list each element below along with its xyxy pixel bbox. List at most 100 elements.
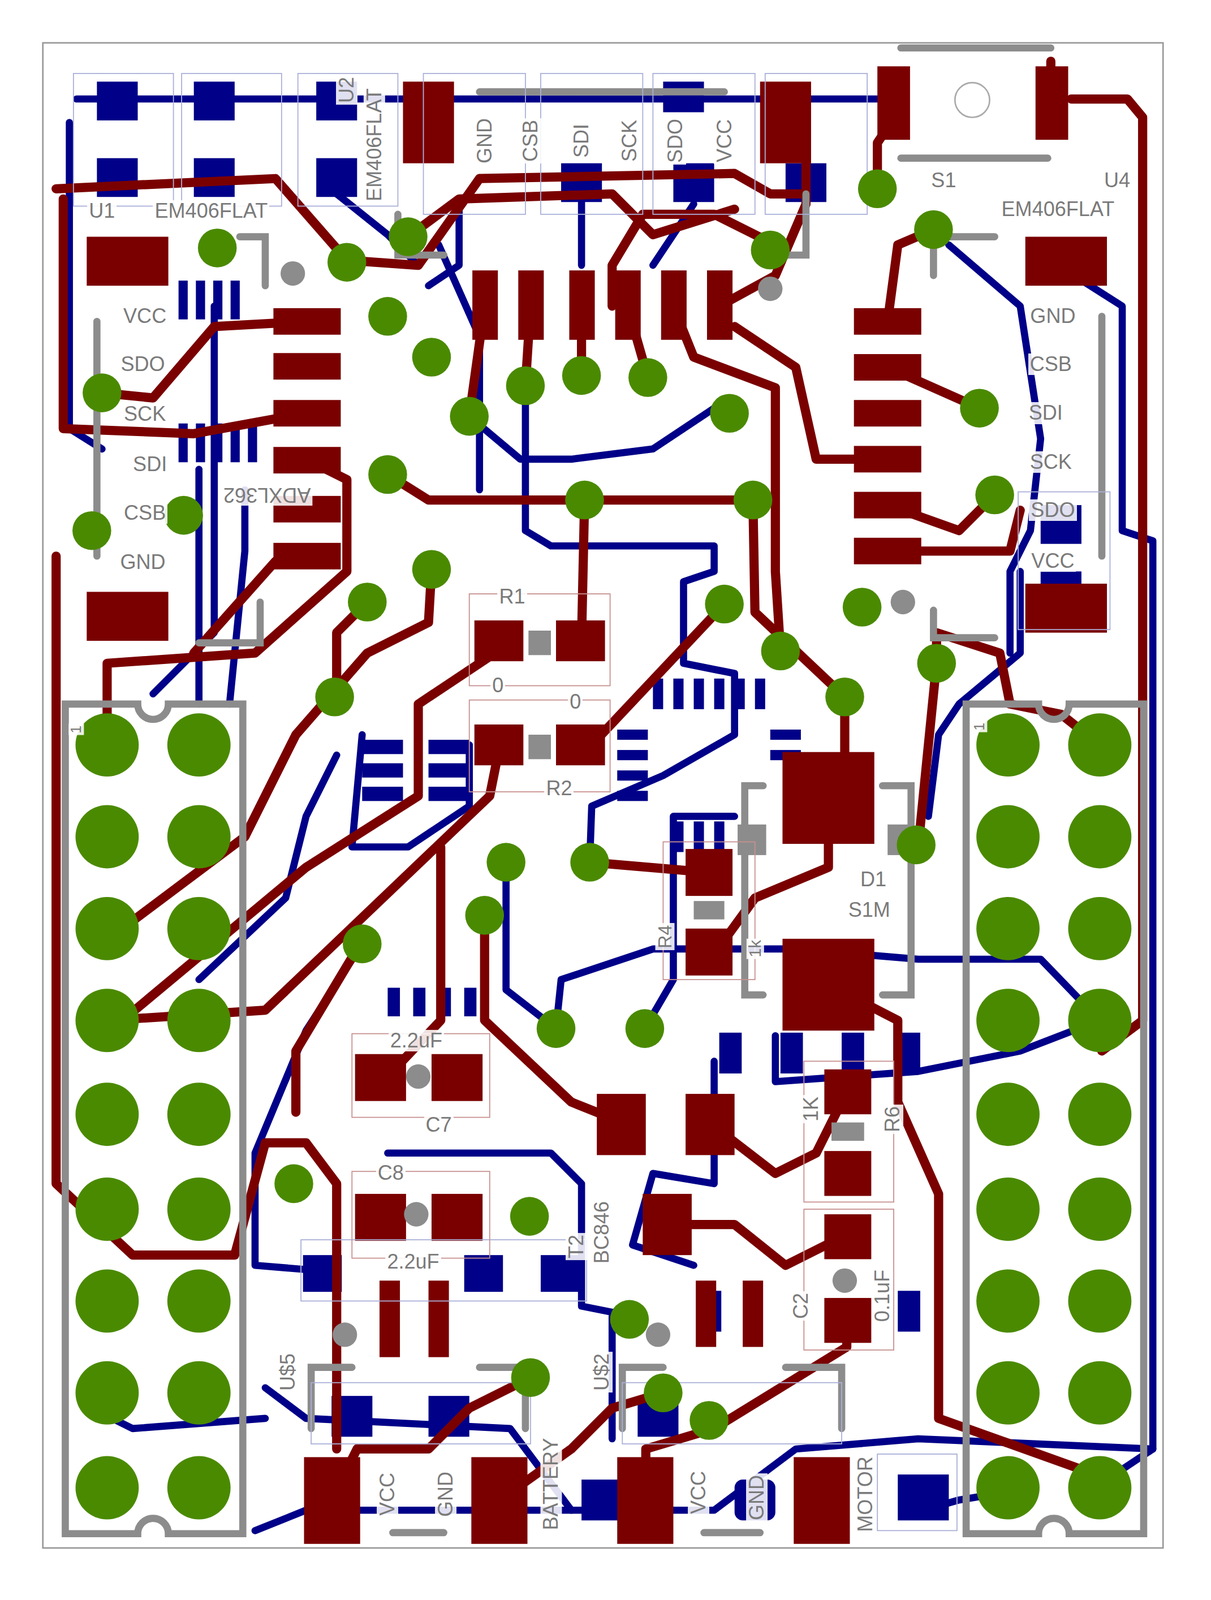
pad: [273, 308, 341, 335]
pad: [273, 399, 341, 427]
pin: [617, 770, 648, 781]
trace: [63, 199, 307, 434]
pad: [615, 270, 641, 340]
pad: [96, 81, 138, 121]
header-pin: [167, 1177, 231, 1241]
via: [689, 1401, 729, 1441]
via: [975, 475, 1015, 515]
pad: [661, 270, 687, 340]
via: [347, 582, 387, 622]
via: [761, 631, 801, 671]
trace: [387, 1153, 633, 1317]
silk-line: [933, 610, 995, 639]
pad: [474, 620, 524, 662]
via: [914, 210, 954, 250]
silkscreen-label: C2: [790, 1291, 812, 1321]
pad: [780, 1032, 804, 1074]
via: [511, 1358, 551, 1398]
silkscreen-label: R6: [881, 1104, 904, 1135]
pad: [782, 752, 874, 844]
pad: [854, 308, 922, 335]
resistor-body: [528, 630, 551, 655]
header-pin: [976, 1269, 1040, 1333]
pad: [472, 270, 498, 340]
via: [536, 1009, 576, 1049]
via: [315, 677, 355, 717]
via: [825, 677, 865, 717]
pin: [361, 763, 403, 778]
silkscreen-label: MOTOR: [854, 1455, 876, 1535]
via: [82, 373, 122, 413]
pin: [213, 280, 223, 320]
silkscreen-label: SDI: [131, 453, 169, 476]
pad: [854, 537, 922, 565]
vias: [72, 169, 1015, 1440]
pad: [194, 81, 235, 121]
pad: [824, 1151, 872, 1196]
pin: [617, 790, 648, 801]
diode-outline: [744, 785, 912, 995]
silkscreen: [65, 48, 1144, 1534]
pad: [685, 928, 733, 976]
pad: [662, 81, 704, 112]
pad: [1025, 583, 1107, 633]
pin: [178, 280, 188, 320]
silkscreen-label: GND: [118, 551, 167, 573]
pin: [694, 821, 705, 852]
via: [342, 924, 382, 964]
pad: [431, 1054, 483, 1102]
silkscreen-label: 0: [567, 691, 583, 713]
header-pin: [167, 897, 231, 961]
header-pin: [75, 713, 139, 777]
silkscreen-label: VCC: [121, 305, 168, 327]
pad: [707, 270, 733, 340]
part-bodies: [280, 261, 916, 1348]
pad: [596, 1093, 646, 1156]
silk-line: [1098, 316, 1106, 557]
footprint: [181, 73, 282, 207]
pad: [273, 542, 341, 570]
pad: [1025, 236, 1107, 287]
silkscreen-label: SDO: [1028, 499, 1077, 521]
header-pin: [976, 1177, 1040, 1241]
resistor-body: [831, 1122, 865, 1141]
pad: [760, 81, 812, 163]
footprint: [877, 1454, 958, 1531]
header-pin: [1067, 1361, 1132, 1425]
header-pin: [75, 1177, 139, 1241]
via-dot: [890, 589, 916, 615]
silkscreen-label: GND: [473, 116, 496, 166]
pin: [387, 987, 400, 1017]
footprint: [423, 73, 526, 215]
pad: [793, 1457, 850, 1544]
via: [506, 366, 546, 406]
trace: [295, 949, 357, 1113]
header-pin: [75, 1361, 139, 1425]
trace: [506, 862, 557, 1029]
trace: [632, 1061, 714, 1266]
pin: [714, 678, 725, 710]
trace: [668, 1224, 847, 1266]
pad: [897, 1474, 949, 1521]
header-pin: [167, 1082, 231, 1146]
footprint: [652, 73, 755, 215]
footprint: [803, 1061, 894, 1202]
pad: [355, 1054, 407, 1102]
trace: [734, 326, 889, 460]
silkscreen-label: U4: [1102, 169, 1132, 192]
pin: [617, 729, 648, 740]
silkscreen-label: SCK: [122, 403, 168, 425]
pad: [355, 1194, 407, 1241]
via: [917, 643, 957, 683]
via: [464, 895, 504, 935]
via: [388, 217, 428, 257]
via: [368, 296, 408, 336]
silkscreen-label: SCK: [618, 118, 641, 164]
pad: [273, 446, 341, 474]
silkscreen-label: S1: [929, 169, 958, 192]
pad: [540, 1255, 580, 1292]
silkscreen-label: VCC: [688, 1469, 710, 1516]
trace: [484, 915, 623, 1123]
pin: [673, 678, 684, 710]
